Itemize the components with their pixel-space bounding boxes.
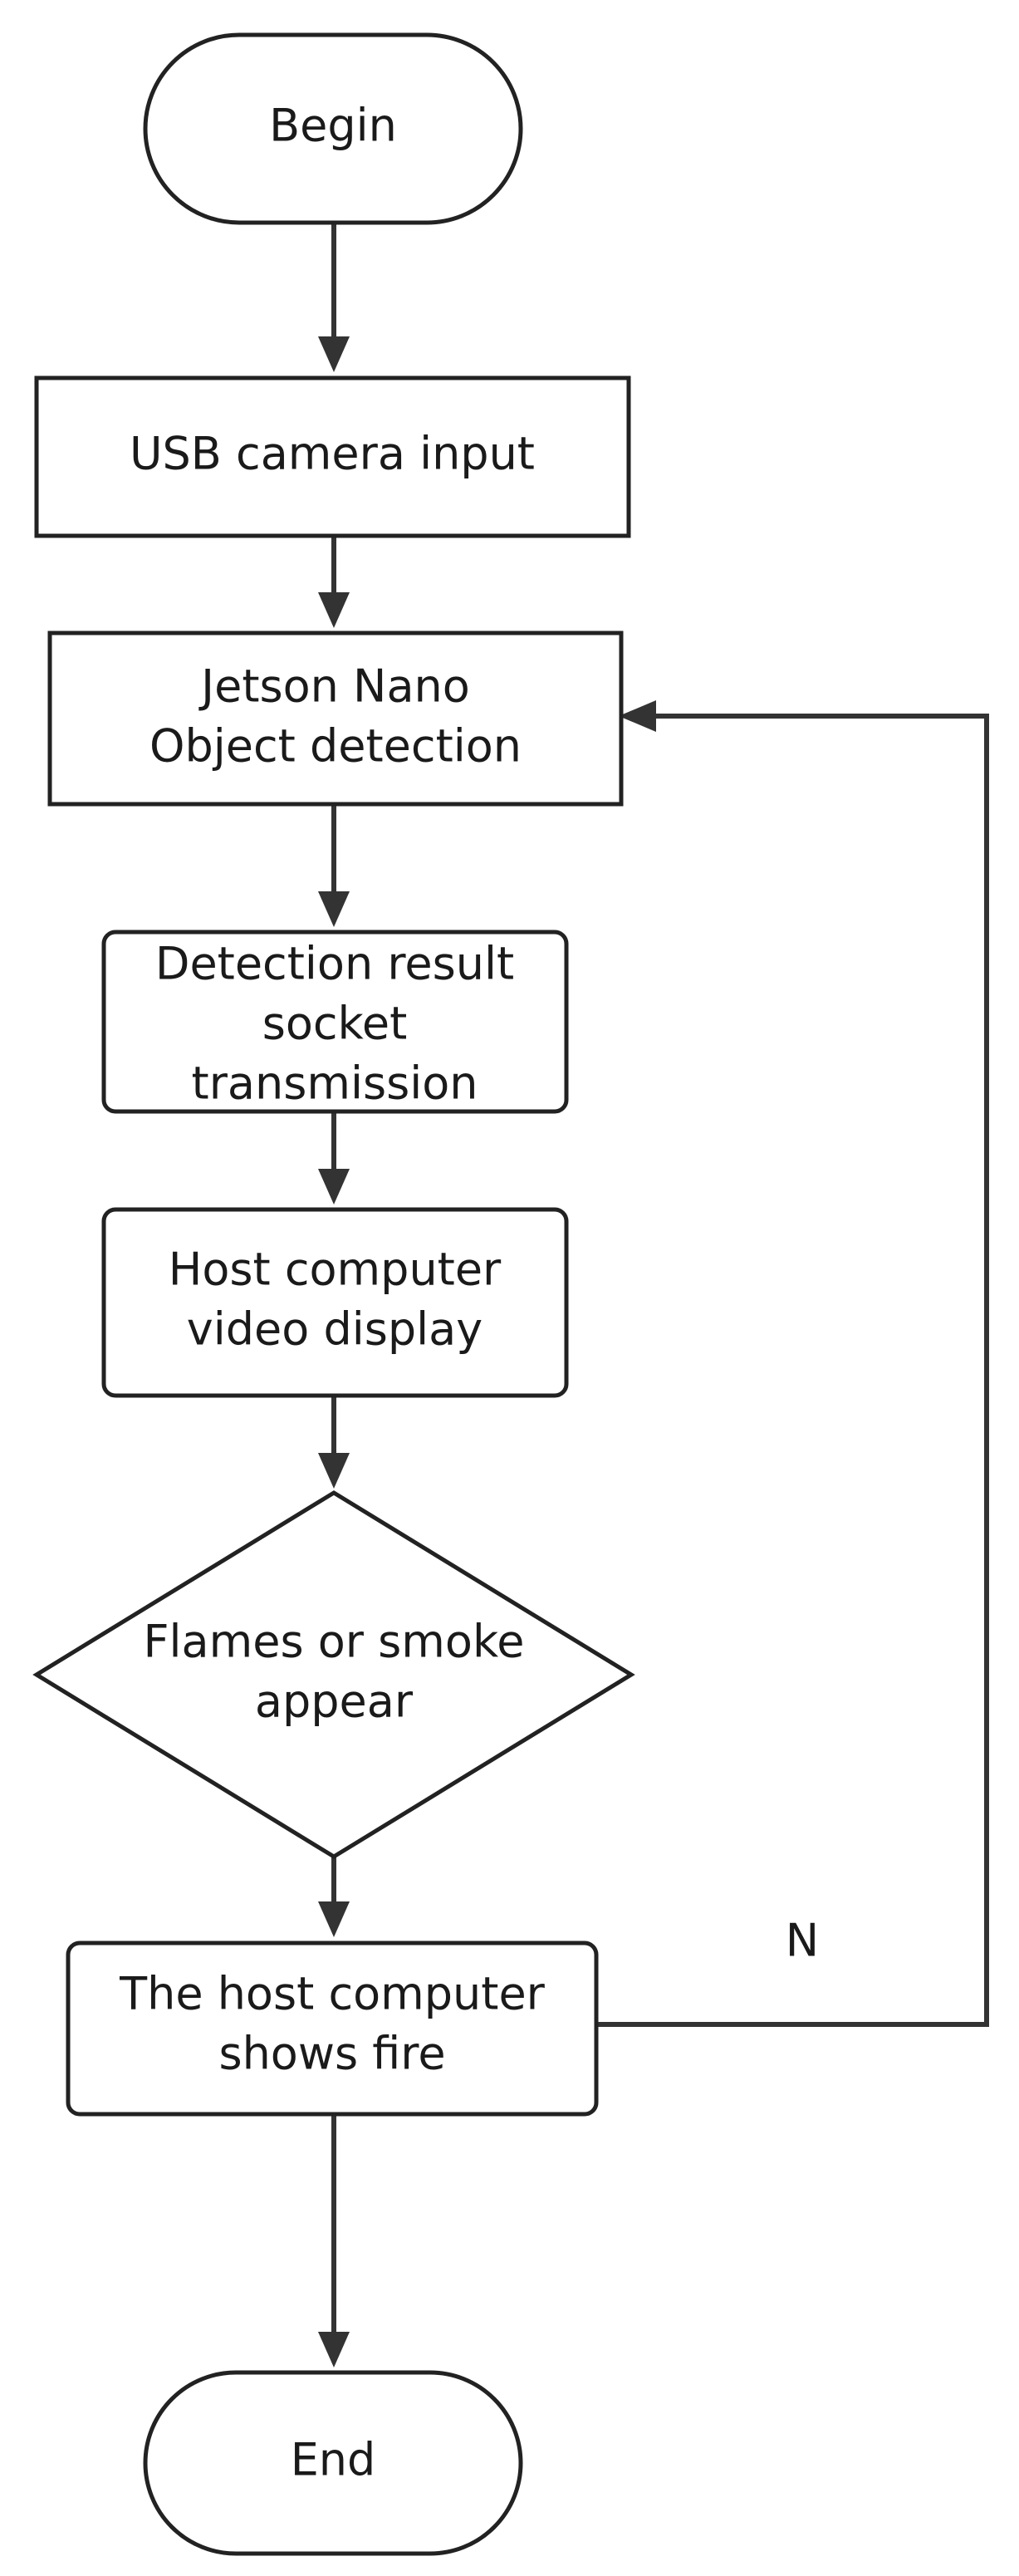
- socket-transmission-box: Detection result socket transmission: [101, 930, 569, 1114]
- socket-transmission-label-line-2: socket: [262, 998, 408, 1050]
- usb-camera-input-box: USB camera input: [34, 375, 631, 538]
- socket-transmission-label-line-1: Detection result: [155, 938, 514, 990]
- end-terminal: End: [143, 2370, 523, 2556]
- object-detection-label-line-2: Object detection: [149, 720, 522, 773]
- edge-camera-to-detect: [318, 536, 350, 628]
- edge-socket-to-display: [318, 1111, 350, 1205]
- decision-label-line-2: appear: [255, 1676, 414, 1728]
- video-display-label-line-1: Host computer: [169, 1244, 502, 1296]
- object-detection-label-line-1: Jetson Nano: [198, 660, 470, 713]
- usb-camera-input-label: USB camera input: [130, 428, 535, 480]
- object-detection-box: Jetson Nano Object detection: [47, 631, 624, 807]
- edge-detect-to-socket: [318, 804, 350, 927]
- start-terminal-label: Begin: [269, 100, 397, 152]
- edge-loop-back-to-detect: [596, 700, 989, 2027]
- edge-decision-to-fire: [318, 1857, 350, 1937]
- shows-fire-box: The host computer shows fire: [66, 1941, 599, 2117]
- socket-transmission-label-line-3: transmission: [192, 1057, 478, 1110]
- end-terminal-label: End: [291, 2434, 376, 2486]
- edge-display-to-decision: [318, 1396, 350, 1489]
- connectors: [318, 223, 989, 2367]
- video-display-label-line-2: video display: [187, 1303, 483, 1356]
- no-branch-label: N: [786, 1915, 819, 1967]
- flames-or-smoke-decision: Flames or smoke appear: [32, 1490, 635, 1859]
- shows-fire-label-line-2: shows fire: [218, 2028, 445, 2080]
- edge-begin-to-camera: [318, 223, 350, 372]
- decision-label-line-1: Flames or smoke: [143, 1616, 524, 1668]
- start-terminal: Begin: [143, 32, 523, 225]
- shows-fire-label-line-1: The host computer: [119, 1968, 546, 2020]
- edge-fire-to-end: [318, 2114, 350, 2367]
- video-display-box: Host computer video display: [101, 1207, 569, 1398]
